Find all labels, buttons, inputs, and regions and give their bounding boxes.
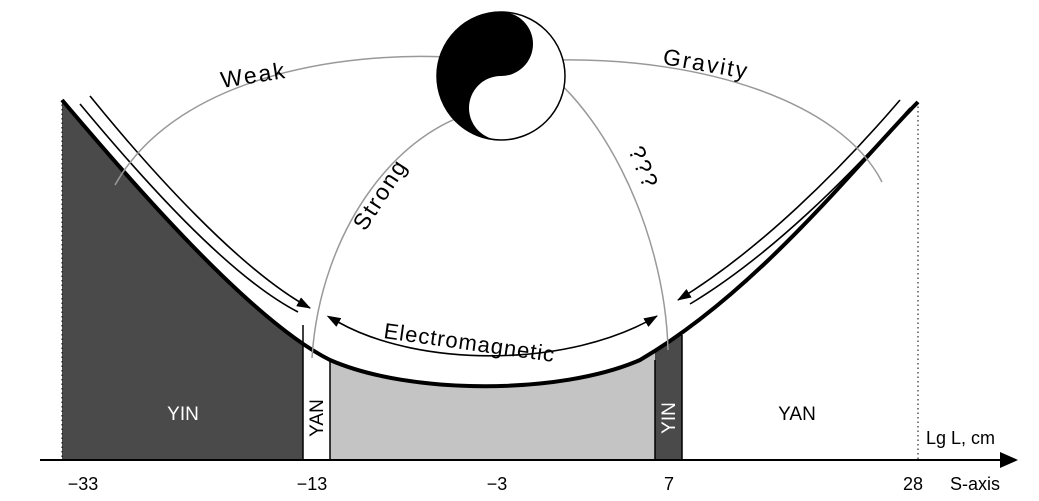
electromagnetic-label: Electromagnetic [382,318,557,367]
gravity-label: Gravity [661,43,751,84]
axis-unit-label: Lg L, cm [926,428,995,448]
gravity-arc [559,59,883,183]
tick-label: −33 [68,474,99,494]
tick-label: 7 [664,474,674,494]
middle-region [330,100,655,460]
right-descending-arrow [677,99,901,301]
axis-name-label: S-axis [950,474,1000,494]
yin-left-label: YIN [167,404,199,425]
yin-yang-icon [436,11,566,141]
main-curve [60,98,920,389]
tick-label: 28 [903,474,923,494]
electromagnetic-arrow [326,315,658,357]
left-descending-arrow-inner [79,103,299,313]
weak-label: Weak [219,57,289,93]
s-axis-arrowhead [1000,452,1018,468]
yin-narrow-label: YIN [659,402,680,434]
tick-label: −3 [487,474,508,494]
weak-arc [114,55,463,186]
right-descending-arrow-inner [689,107,911,305]
left-descending-arrow [89,95,311,309]
strong-label: Strong [347,154,412,235]
yan-narrow-label: YAN [307,399,328,437]
yan-right-label: YAN [778,404,816,425]
tick-label: −13 [297,474,328,494]
